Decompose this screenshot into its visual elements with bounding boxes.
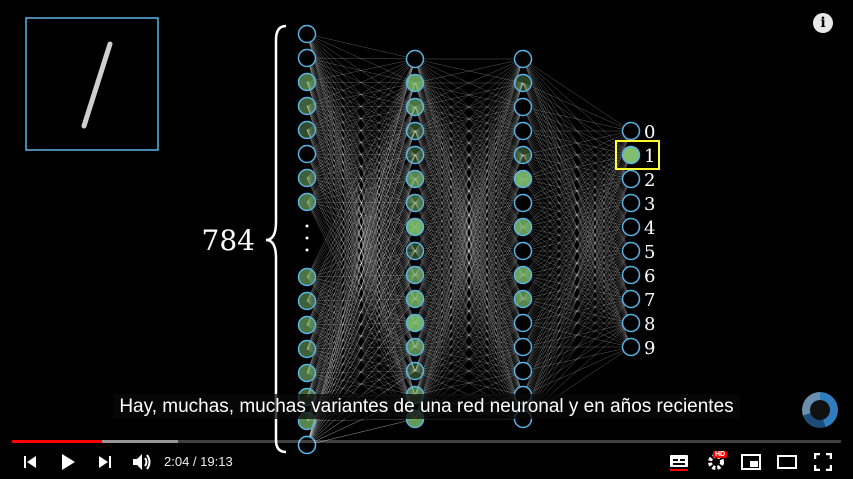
hidden1-neuron xyxy=(405,289,425,309)
connection-lines xyxy=(306,33,632,446)
input-neuron xyxy=(297,363,317,383)
next-icon[interactable] xyxy=(95,452,115,472)
hidden2-neuron xyxy=(513,97,533,117)
subtitle-text: Hay, muchas, muchas variantes de una red… xyxy=(113,394,740,419)
input-image-frame xyxy=(25,17,159,151)
input-neuron xyxy=(297,192,317,212)
input-neuron xyxy=(297,291,317,311)
output-label: 4 xyxy=(644,218,655,239)
output-neuron xyxy=(621,289,641,309)
current-time: 2:04 xyxy=(164,454,190,469)
hidden1-neuron xyxy=(405,169,425,189)
miniplayer-icon[interactable] xyxy=(740,452,762,472)
hidden2-neuron xyxy=(513,217,533,237)
hidden1-neuron xyxy=(405,145,425,165)
info-icon[interactable]: i xyxy=(813,13,833,33)
output-neuron xyxy=(621,337,641,357)
hidden2-neuron xyxy=(513,289,533,309)
previous-icon[interactable] xyxy=(20,452,40,472)
input-neuron xyxy=(297,24,317,44)
hidden2-neuron xyxy=(513,193,533,213)
hidden1-neuron xyxy=(405,73,425,93)
theater-mode-icon[interactable] xyxy=(776,452,798,472)
played-bar xyxy=(12,440,102,443)
hidden1-neuron xyxy=(405,49,425,69)
input-neuron xyxy=(297,48,317,68)
digit-stroke xyxy=(81,41,113,129)
duration: 19:13 xyxy=(200,454,233,469)
loading-spinner-icon xyxy=(802,392,838,428)
subtitles-icon[interactable] xyxy=(668,452,690,472)
time-display: 2:04 / 19:13 xyxy=(164,454,233,469)
hidden1-neuron xyxy=(405,97,425,117)
progress-bar[interactable] xyxy=(12,440,841,443)
hidden2-neuron xyxy=(513,49,533,69)
hidden2-neuron xyxy=(513,241,533,261)
output-neuron xyxy=(621,121,641,141)
input-neuron xyxy=(297,96,317,116)
output-label: 9 xyxy=(644,338,655,359)
output-neuron xyxy=(621,169,641,189)
hidden2-neuron xyxy=(513,265,533,285)
output-neuron xyxy=(621,265,641,285)
highlight-box xyxy=(615,140,660,170)
output-label: 2 xyxy=(644,170,655,191)
hidden1-neuron xyxy=(405,121,425,141)
hidden2-neuron xyxy=(513,361,533,381)
hidden2-neuron xyxy=(513,121,533,141)
fullscreen-icon[interactable] xyxy=(812,452,834,472)
play-icon[interactable] xyxy=(57,452,79,472)
hd-badge: HD xyxy=(713,451,728,458)
hidden1-neuron xyxy=(405,361,425,381)
hidden2-neuron xyxy=(513,169,533,189)
output-label: 0 xyxy=(644,122,655,143)
hidden1-neuron xyxy=(405,193,425,213)
output-label: 7 xyxy=(644,290,655,311)
input-neuron xyxy=(297,120,317,140)
hidden2-neuron xyxy=(513,145,533,165)
output-label: 3 xyxy=(644,194,655,215)
ellipsis-dot xyxy=(305,248,309,252)
hidden2-neuron xyxy=(513,337,533,357)
input-neuron xyxy=(297,72,317,92)
hidden2-neuron xyxy=(513,73,533,93)
hidden1-neuron xyxy=(405,337,425,357)
input-neuron xyxy=(297,435,317,455)
output-neuron xyxy=(621,145,641,165)
hidden2-neuron xyxy=(513,313,533,333)
subtitle-bar: Hay, muchas, muchas variantes de una red… xyxy=(0,394,853,419)
input-neuron xyxy=(297,315,317,335)
hidden1-neuron xyxy=(405,217,425,237)
input-neuron xyxy=(297,339,317,359)
output-neuron xyxy=(621,193,641,213)
player-controls: 2:04 / 19:13 HD xyxy=(0,446,853,479)
ellipsis-dot xyxy=(305,236,309,240)
input-neuron xyxy=(297,144,317,164)
output-label: 6 xyxy=(644,266,655,287)
time-separator: / xyxy=(189,454,201,469)
output-neuron xyxy=(621,313,641,333)
hidden1-neuron xyxy=(405,241,425,261)
output-neuron xyxy=(621,217,641,237)
output-label: 8 xyxy=(644,314,655,335)
volume-icon[interactable] xyxy=(130,452,154,472)
output-label: 5 xyxy=(644,242,655,263)
ellipsis-dot xyxy=(305,224,309,228)
input-brace xyxy=(265,24,287,454)
hidden1-neuron xyxy=(405,313,425,333)
input-count-label: 784 xyxy=(202,224,255,257)
hidden1-neuron xyxy=(405,265,425,285)
input-neuron xyxy=(297,168,317,188)
output-neuron xyxy=(621,241,641,261)
input-neuron xyxy=(297,267,317,287)
output-label: 1 xyxy=(644,146,655,167)
